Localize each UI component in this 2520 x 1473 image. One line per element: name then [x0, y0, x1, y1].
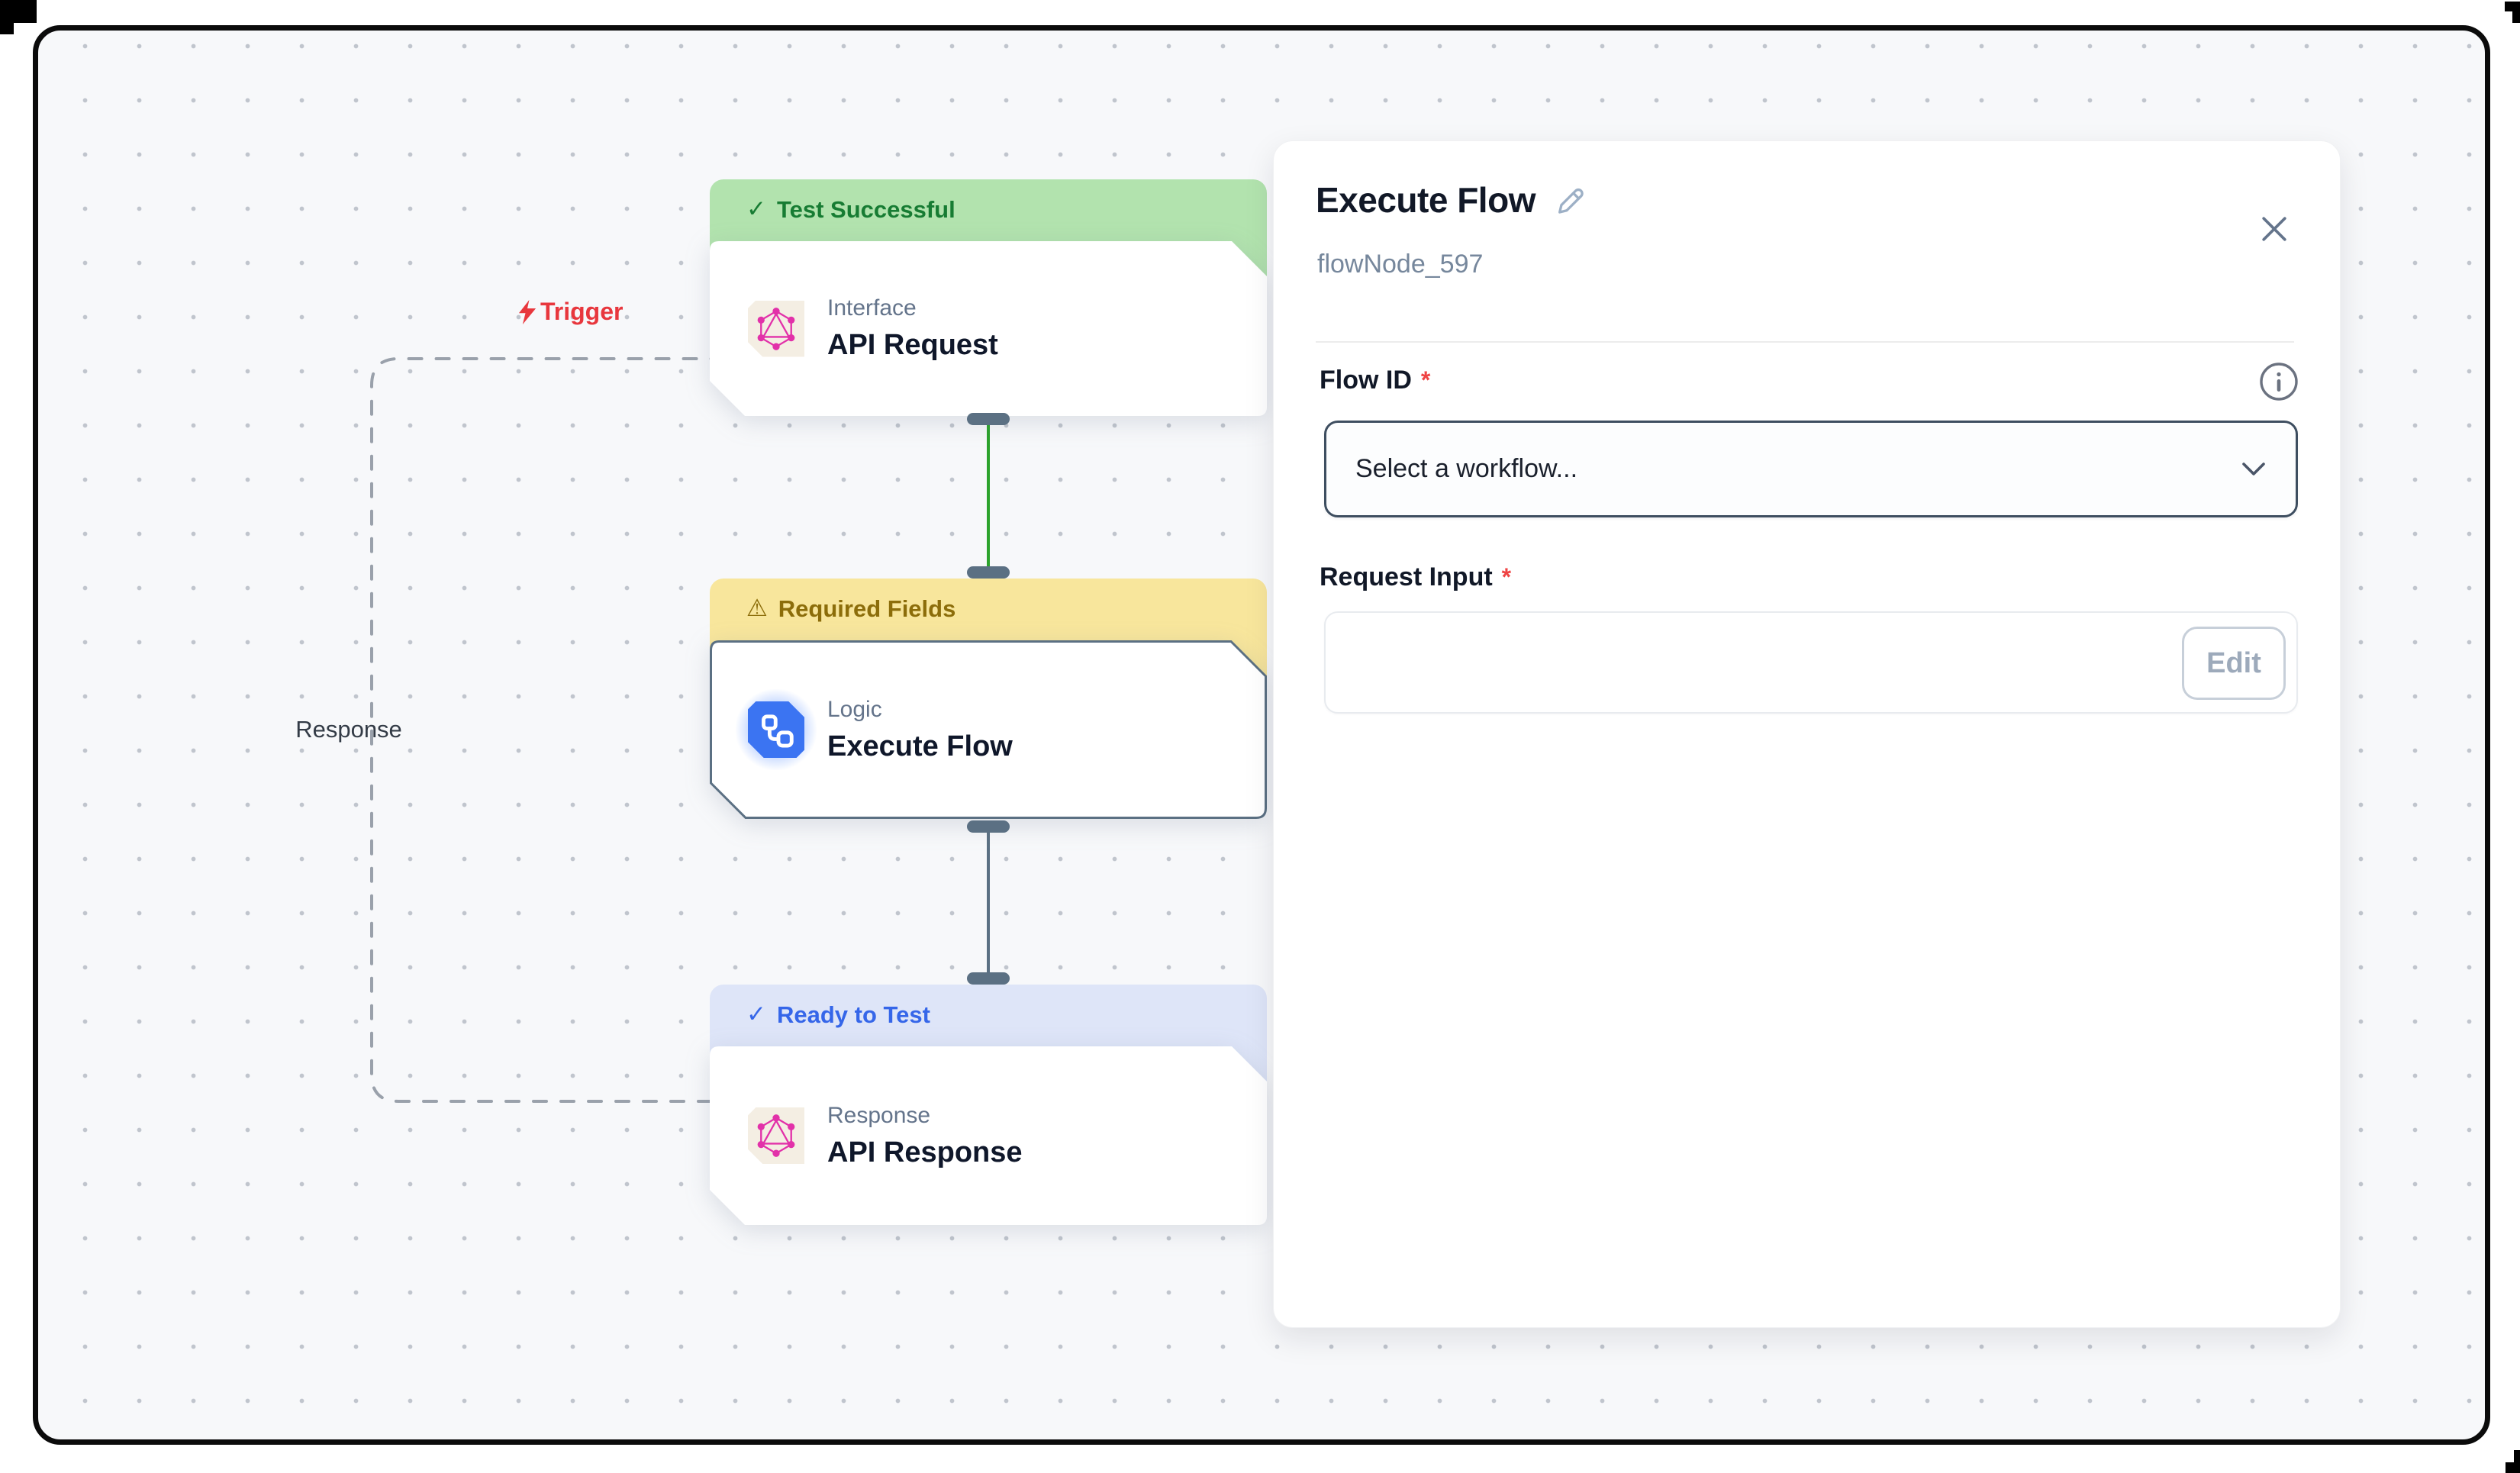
status-banner-label: Required Fields: [778, 595, 956, 622]
edge-request-to-logic: [987, 422, 990, 569]
corner-mark: [2514, 1450, 2520, 1473]
node-category: Response: [827, 1102, 931, 1128]
panel-title: Execute Flow: [1316, 180, 1536, 220]
handle-api-response-input[interactable]: [967, 972, 1010, 985]
node-title: Execute Flow: [827, 730, 1013, 762]
node-api-response[interactable]: ✓ Ready to Test Response API Response: [710, 985, 1267, 1225]
divider: [1316, 341, 2294, 343]
node-content: Logic Execute Flow: [710, 640, 1267, 819]
node-category: Interface: [827, 295, 917, 321]
node-title: API Response: [827, 1136, 1023, 1168]
handle-execute-flow-output[interactable]: [967, 820, 1010, 833]
edge-label-trigger: Trigger: [517, 298, 623, 326]
close-panel-icon[interactable]: [2257, 211, 2292, 247]
edge-logic-to-response: [987, 830, 990, 979]
required-asterisk: *: [1420, 366, 1431, 394]
corner-mark: [2512, 2, 2520, 23]
request-input-label: Request Input: [1320, 562, 1493, 591]
node-config-panel: Execute Flow flowNode_597 Flow ID *: [1273, 140, 2341, 1328]
node-content: Response API Response: [710, 1046, 1267, 1225]
flow-id-label: Flow ID: [1320, 366, 1412, 395]
node-body-shape: [710, 1046, 1267, 1225]
request-input-field[interactable]: Edit: [1324, 611, 2298, 714]
warning-icon: ⚠: [746, 595, 768, 621]
lightning-bolt-icon: [517, 299, 537, 324]
flow-id-select-value: Select a workflow...: [1355, 454, 1578, 483]
node-category: Logic: [827, 696, 882, 722]
status-banner-label: Test Successful: [776, 196, 955, 223]
corner-mark: [0, 0, 14, 34]
handle-execute-flow-input[interactable]: [967, 566, 1010, 579]
node-content: Interface API Request: [710, 241, 1267, 416]
status-banner-label: Ready to Test: [776, 1001, 930, 1028]
chevron-down-icon: [2241, 461, 2267, 478]
node-execute-flow[interactable]: ⚠ Required Fields Logic Execute Flow: [710, 579, 1267, 819]
check-icon: ✓: [746, 1001, 766, 1027]
node-body-shape-selected: [710, 640, 1267, 819]
graphql-icon: [748, 1107, 804, 1164]
check-icon: ✓: [746, 195, 766, 222]
graphql-icon: [748, 300, 804, 357]
trigger-label-text: Trigger: [540, 298, 624, 325]
handle-api-request-output[interactable]: [967, 413, 1010, 425]
logic-workflow-icon: [748, 701, 804, 758]
node-api-request[interactable]: ✓ Test Successful Interface API Request: [710, 179, 1267, 416]
node-body-shape: [710, 241, 1267, 416]
edge-label-response: Response: [295, 716, 402, 743]
info-icon[interactable]: [2258, 361, 2299, 402]
edit-request-input-button[interactable]: Edit: [2182, 627, 2286, 700]
node-title: API Request: [827, 329, 998, 361]
required-asterisk: *: [1501, 563, 1512, 591]
node-id-text: flowNode_597: [1317, 250, 1484, 279]
flow-id-select[interactable]: Select a workflow...: [1324, 421, 2298, 517]
edit-title-pencil-icon[interactable]: [1554, 182, 1587, 220]
